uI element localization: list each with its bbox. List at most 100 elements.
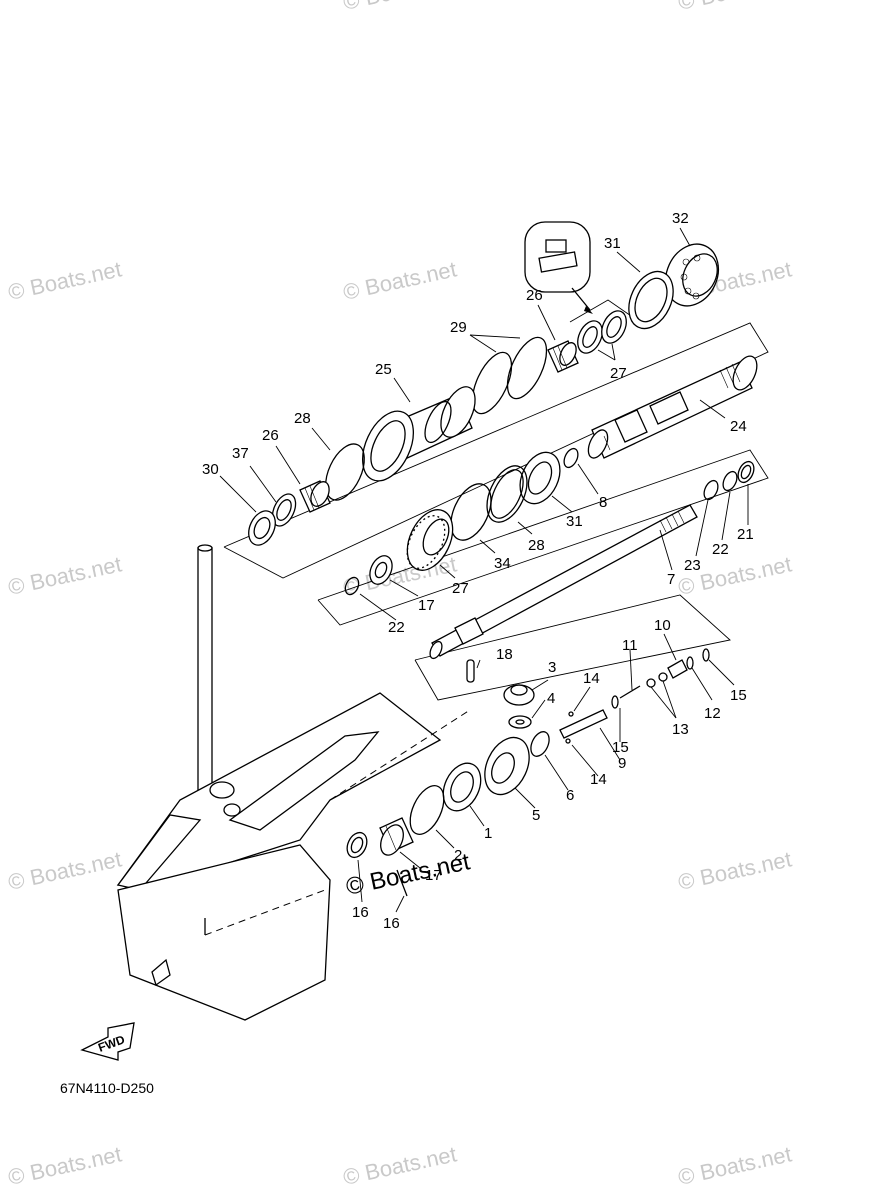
part-11-pin [619,685,641,699]
part-label: 37 [232,445,249,462]
part-10-spring [667,659,688,679]
part-37-washer [271,493,297,527]
callout-lines [219,227,749,913]
part-32-o-ring [325,443,365,501]
part-label: 29 [450,319,467,336]
part-label: 1 [484,825,492,842]
part-label: 31 [566,513,583,530]
part-9-clutch [559,709,608,739]
part-12-washer [686,656,694,670]
watermark: © Boats.net [341,1141,459,1189]
part-label: 14 [590,771,607,788]
part-20-pin [466,659,475,683]
part-label: 17 [425,867,442,884]
part-label: 26 [526,287,543,304]
part-22-washer-left [344,576,360,596]
part-label: 30 [202,461,219,478]
part-label: 24 [730,418,747,435]
upper-group-outline [223,322,769,579]
part-label: 28 [528,537,545,554]
part-24-drive-shaft [587,355,758,459]
part-34-o-ring [450,483,492,541]
watermark: © Boats.net [676,0,794,15]
part-2-shim [409,785,445,835]
part-label: 22 [712,541,729,558]
seal-detail-inset [524,221,635,323]
part-label: 21 [737,526,754,543]
part-label: 27 [452,580,469,597]
part-19-retainer [369,555,393,585]
part-label: 12 [704,705,721,722]
part-label: 7 [667,571,675,588]
part-label: 5 [532,807,540,824]
part-label: 22 [388,619,405,636]
part-label: 16 [383,915,400,932]
part-label: 10 [654,617,671,634]
watermark-layer: © Boats.net © Boats.net © Boats.net © Bo… [6,0,794,1190]
part-13-balls [646,672,668,688]
part-18-bearing [346,831,368,859]
part-label: 15 [612,739,629,756]
part-label: 17 [418,597,435,614]
part-31-oil-seals [577,310,627,354]
part-36-ring-nut [664,243,720,307]
part-4-nut [508,715,532,729]
part-label: 4 [547,690,555,707]
gearcase-housing [116,544,442,1021]
part-21-washer [737,460,755,484]
part-label: 3 [548,659,556,676]
part-29-taper-bearing [519,451,561,505]
part-27-bevel-gear [406,509,454,571]
part-3-pinion [503,684,535,706]
part-7-propeller-shaft [429,504,698,660]
part-16-pin [396,869,408,897]
part-label: 23 [684,557,701,574]
part-label: 9 [618,755,626,772]
part-25-bearing-housing [362,386,476,482]
watermark: © Boats.net [6,846,124,894]
part-label: 26 [262,427,279,444]
watermark: © Boats.net [341,0,459,15]
part-label: 18 [496,646,513,663]
watermark: © Boats.net [6,256,124,304]
part-15-clip-left [611,695,619,709]
part-8-shim [563,447,579,469]
middle-group-outline [317,449,769,626]
part-6-shim [530,731,550,757]
part-5-forward-gear [484,736,530,796]
part-33-o-rings [471,336,548,415]
watermark: © Boats.net [676,846,794,894]
part-26-needle-bearing-lower [299,480,331,513]
part-label: 13 [672,721,689,738]
part-labels: 32 31 26 29 27 25 24 28 26 37 30 8 31 28… [202,210,754,932]
part-label: 11 [622,637,638,654]
part-35-claw-washer [628,270,674,330]
part-label: 32 [672,210,689,227]
part-label: 25 [375,361,392,378]
assembly-guide-line [329,709,471,801]
part-label: 16 [352,904,369,921]
part-label: 34 [494,555,511,572]
part-label: 27 [610,365,627,382]
watermark: © Boats.net [676,1141,794,1189]
part-17-needle-bearing [379,817,414,856]
watermark: © Boats.net [6,1141,124,1189]
part-1-taper-bearing [442,762,482,812]
part-label: 15 [730,687,747,704]
part-15-clip-right [702,648,710,662]
part-22-washer-right [722,470,738,492]
fwd-arrow-icon: FWD [80,1022,135,1061]
part-26-needle-bearing-upper [547,340,579,373]
part-label: 28 [294,410,311,427]
part-label: 14 [583,670,600,687]
part-label: 2 [454,847,462,864]
part-label: 6 [566,787,574,804]
part-14-pins [565,711,574,744]
part-28-shim [486,465,528,523]
part-label: 31 [604,235,621,252]
watermark: © Boats.net [341,256,459,304]
part-30-oil-seal [248,510,276,546]
part-23-washer [703,479,719,501]
watermark: © Boats.net [6,551,124,599]
